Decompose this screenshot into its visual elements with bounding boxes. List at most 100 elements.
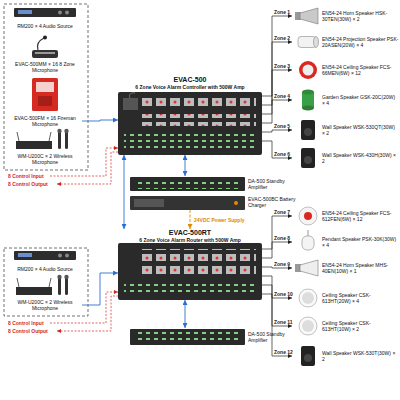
control-signal-label: 8 Control Input [8, 173, 44, 179]
speaker-zone: EN54-24 Ceiling Speaker FCS-612FEN(6W) ×… [292, 204, 399, 228]
zone-line [262, 276, 292, 298]
control-signal-label: 8 Control Input [8, 320, 44, 326]
fireman-microphone-icon [38, 96, 52, 106]
zone-line [262, 141, 292, 158]
speaker-zone: Garden Speaker GSK-20C(20W) × 4 [292, 88, 399, 112]
wireless-microphone-icon [49, 278, 51, 287]
zone-line [262, 16, 292, 96]
audio-source-icon [14, 251, 76, 260]
zone-label: Zone 2 [274, 35, 290, 41]
node-text: Garden Speaker GSK-20C(20W) × 4 [322, 94, 399, 106]
audio-link [82, 273, 118, 305]
wireless-microphone-icon [64, 275, 68, 279]
wireless-microphone-icon [65, 131, 68, 149]
audio-source-icon [14, 8, 76, 260]
audio-source-icon [65, 11, 69, 15]
speaker-icon [299, 317, 317, 335]
node-text: Ceiling Speaker CSK-613HT(10W) × 2 [322, 320, 399, 332]
zone-line [262, 267, 292, 268]
zone-line [262, 70, 292, 114]
speaker-icon [301, 148, 315, 168]
controller-panel [118, 92, 262, 155]
router-panel [118, 243, 262, 300]
node-subtitle: 6 Zone Voice Alarm Controller with 500W … [118, 84, 262, 90]
audio-source-icon [65, 254, 69, 258]
node-text: Wall Speaker WSK-430H(30W) × 2 [322, 152, 399, 164]
node-text: DA-500 Standby Amplifier [248, 178, 298, 190]
source-group-frame [4, 248, 88, 316]
battery-charger: EVAC-500BC Battery Charger [130, 194, 298, 210]
node-text: EN54-24 Ceiling Speaker FCS-612FEN(6W) ×… [322, 210, 399, 222]
speaker-icon [304, 354, 312, 362]
zone-line [262, 294, 292, 356]
node-text: Ceiling Speaker CSK-613HT(20W) × 4 [322, 292, 399, 304]
node-text: WM-U200C × 2 Wireless Microphone [8, 153, 82, 165]
controller-panel [123, 98, 138, 110]
zone-microphone-icon [37, 38, 44, 50]
node-text: EVAC-500RT [118, 229, 262, 237]
node-text: EN54-24 Ceiling Speaker FCS-66MEN(6W) × … [322, 64, 399, 76]
speaker-icon [301, 120, 315, 140]
zone-label: Zone 11 [274, 319, 293, 325]
wireless-microphone-icon [17, 132, 19, 141]
audio-source-icon [18, 10, 32, 14]
charger-unit [130, 196, 245, 210]
router-panel [118, 243, 262, 300]
node-text: Wall Speaker WSK-530T(30W) × 2 [322, 350, 399, 362]
zone-label: Zone 7 [274, 209, 290, 215]
node-text: RM200 × 4 Audio Source [8, 23, 82, 29]
source-device: EVAC-500FM × 16 Fireman Microphone [8, 114, 82, 128]
source-group-frame [4, 4, 88, 316]
node-text: RM200 × 4 Audio Source [8, 266, 82, 272]
node-text: EN54-24 Horn Speaker HSK-30TEN(30W) × 2 [322, 10, 399, 22]
zone-line [262, 242, 292, 258]
zone-microphone-icon [32, 36, 58, 59]
speaker-icon [302, 292, 314, 304]
fireman-microphone-icon [32, 78, 58, 111]
wireless-microphone-icon [65, 277, 68, 295]
power-label: 24VDC Power Supply [194, 217, 245, 223]
zone-label: Zone 6 [274, 151, 290, 157]
source-device: WM-U200C × 2 Wireless Microphone [8, 152, 82, 166]
speaker-icon [303, 65, 314, 76]
speaker-icon [304, 128, 312, 136]
zone-microphone-icon [32, 50, 58, 58]
audio-source-icon [58, 254, 62, 258]
audio-link [82, 120, 118, 121]
zone-label: Zone 4 [274, 93, 290, 99]
standby-amplifier: DA-500 Standby Amplifier [130, 328, 298, 346]
audio-link [124, 155, 125, 229]
source-device: RM200 × 4 Audio Source [8, 19, 82, 33]
speaker-zone: EN54-24 Projection Speaker PSK-20ASEN(20… [292, 30, 399, 54]
source-device: EVAC-500MM × 16 8 Zone Microphone [8, 60, 82, 74]
speaker-zone: EN54-24 Ceiling Speaker FCS-66MEN(6W) × … [292, 58, 399, 82]
zone-microphone-icon [43, 36, 47, 40]
zone-label: Zone 3 [274, 63, 290, 69]
charger-unit [134, 199, 164, 207]
speaker-icon [301, 346, 315, 366]
router-panel [142, 249, 256, 261]
speaker-icon [299, 207, 317, 225]
speaker-zone: Wall Speaker WSK-530QT(30W) × 2 [292, 118, 399, 142]
zone-label: Zone 1 [274, 9, 290, 15]
amplifier-unit [134, 332, 240, 342]
controller-panel [142, 114, 256, 126]
zone-label: Zone 8 [274, 235, 290, 241]
speaker-zone: Ceiling Speaker CSK-613HT(10W) × 2 [292, 314, 399, 338]
standby-amplifier: DA-500 Standby Amplifier [130, 176, 298, 192]
speaker-zone: Wall Speaker WSK-430H(30W) × 2 [292, 146, 399, 170]
wireless-microphone-icon [58, 131, 61, 149]
amplifier-unit [130, 177, 245, 191]
fireman-microphone-icon [36, 82, 54, 92]
speaker-icon [304, 156, 312, 164]
speaker-icon [314, 37, 319, 48]
speaker-icon [302, 236, 314, 250]
speaker-zone: Wall Speaker WSK-530T(30W) × 2 [292, 344, 399, 368]
audio-source-icon [14, 8, 76, 17]
node-text: EN54-24 Projection Speaker PSK-20ASEN(20… [322, 36, 399, 48]
speaker-zone: EN54-24 Horn Speaker HSK-30TEN(30W) × 2 [292, 4, 399, 28]
router-panel [142, 265, 256, 277]
zone-microphone-icon [35, 52, 55, 54]
